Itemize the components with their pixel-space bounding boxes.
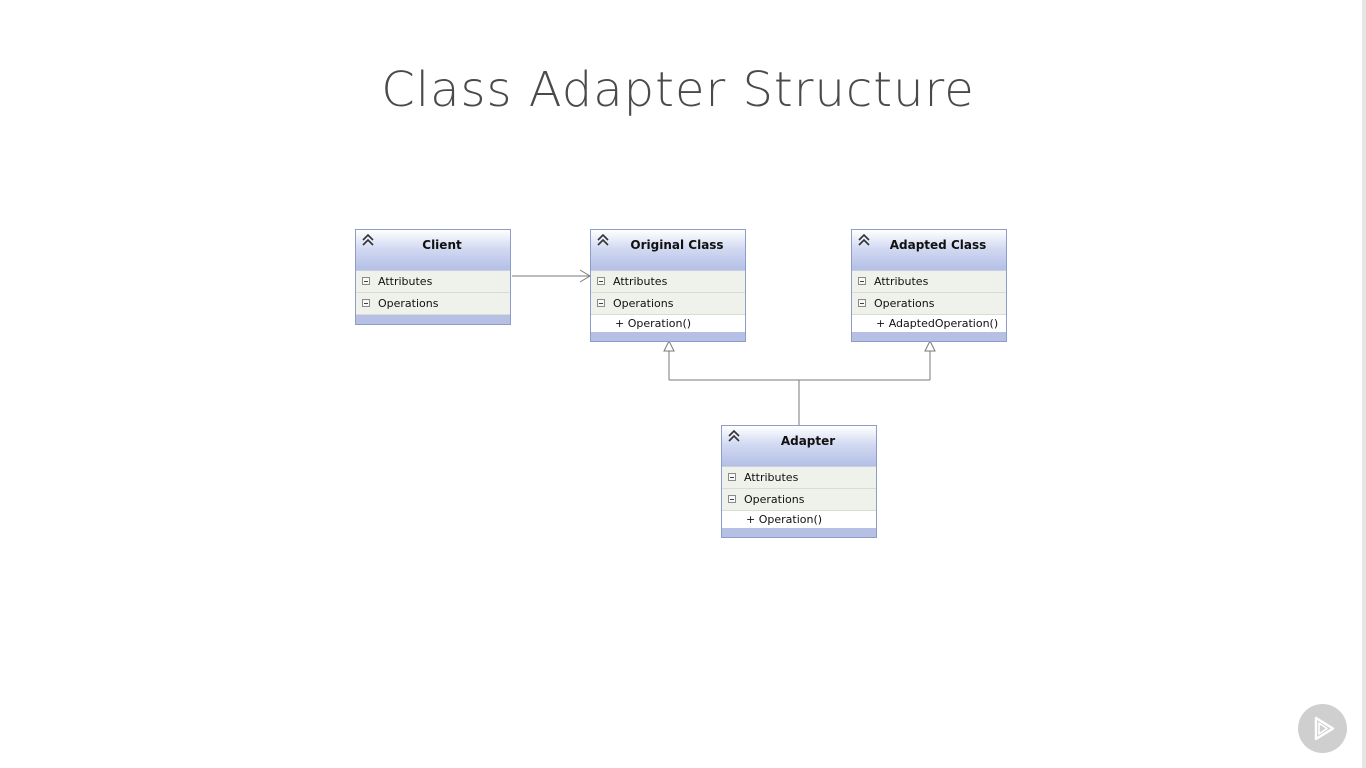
generalization-arrowhead-original bbox=[663, 339, 675, 352]
play-icon bbox=[1314, 716, 1335, 741]
operations-label: Operations bbox=[613, 297, 674, 310]
attributes-label: Attributes bbox=[874, 275, 929, 288]
class-name: Original Class bbox=[630, 238, 724, 252]
class-name: Adapted Class bbox=[889, 238, 987, 252]
slide-title: Class Adapter Structure bbox=[381, 62, 975, 118]
minus-box-icon[interactable] bbox=[597, 277, 605, 285]
operations-label: Operations bbox=[378, 297, 439, 310]
minus-box-icon[interactable] bbox=[858, 277, 866, 285]
class-name: Client bbox=[422, 238, 462, 252]
double-chevron-up-icon[interactable] bbox=[596, 233, 610, 247]
class-footer bbox=[852, 332, 1006, 341]
double-chevron-up-icon[interactable] bbox=[727, 429, 741, 443]
minus-box-icon[interactable] bbox=[728, 473, 736, 481]
class-header: Adapted Class bbox=[852, 230, 1006, 271]
operation-item[interactable]: + Operation() bbox=[722, 511, 876, 528]
slide-edge bbox=[1362, 0, 1366, 768]
minus-box-icon[interactable] bbox=[362, 299, 370, 307]
class-header: Client bbox=[356, 230, 510, 271]
class-footer bbox=[591, 332, 745, 341]
generalization-arrowhead-adapted bbox=[924, 339, 936, 352]
minus-box-icon[interactable] bbox=[728, 495, 736, 503]
attributes-label: Attributes bbox=[744, 471, 799, 484]
double-chevron-up-icon[interactable] bbox=[361, 233, 375, 247]
operation-item[interactable]: + AdaptedOperation() bbox=[852, 315, 1006, 332]
attributes-section[interactable]: Attributes bbox=[852, 271, 1006, 293]
class-footer bbox=[722, 528, 876, 537]
minus-box-icon[interactable] bbox=[597, 299, 605, 307]
class-header: Adapter bbox=[722, 426, 876, 467]
operations-section[interactable]: Operations bbox=[356, 293, 510, 315]
association-arrowhead bbox=[579, 269, 591, 283]
double-chevron-up-icon[interactable] bbox=[857, 233, 871, 247]
class-footer bbox=[356, 315, 510, 324]
minus-box-icon[interactable] bbox=[858, 299, 866, 307]
operations-label: Operations bbox=[874, 297, 935, 310]
attributes-label: Attributes bbox=[378, 275, 433, 288]
minus-box-icon[interactable] bbox=[362, 277, 370, 285]
attributes-section[interactable]: Attributes bbox=[722, 467, 876, 489]
class-header: Original Class bbox=[591, 230, 745, 271]
play-button[interactable] bbox=[1298, 704, 1347, 753]
attributes-section[interactable]: Attributes bbox=[356, 271, 510, 293]
class-name: Adapter bbox=[780, 434, 836, 448]
class-client[interactable]: Client Attributes Operations bbox=[355, 229, 511, 325]
operations-section[interactable]: Operations bbox=[852, 293, 1006, 315]
attributes-section[interactable]: Attributes bbox=[591, 271, 745, 293]
operations-label: Operations bbox=[744, 493, 805, 506]
operations-section[interactable]: Operations bbox=[591, 293, 745, 315]
class-adapter[interactable]: Adapter Attributes Operations + Operatio… bbox=[721, 425, 877, 538]
operations-section[interactable]: Operations bbox=[722, 489, 876, 511]
operation-item[interactable]: + Operation() bbox=[591, 315, 745, 332]
class-adapted[interactable]: Adapted Class Attributes Operations + Ad… bbox=[851, 229, 1007, 342]
attributes-label: Attributes bbox=[613, 275, 668, 288]
class-original[interactable]: Original Class Attributes Operations + O… bbox=[590, 229, 746, 342]
